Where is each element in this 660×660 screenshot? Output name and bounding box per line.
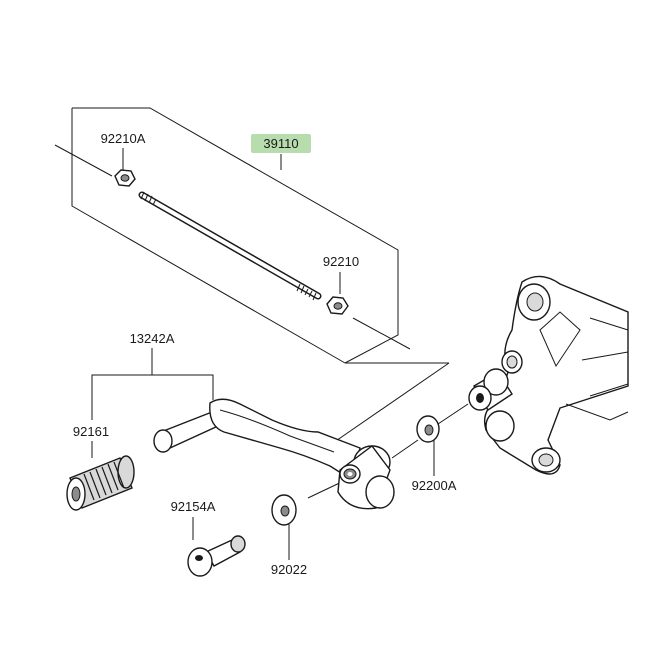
shift-pedal [153, 398, 395, 510]
assembly-outline-39110 [71, 107, 449, 364]
part-number-13242a: 13242A [130, 331, 175, 346]
label-92022[interactable]: 92022 [271, 523, 307, 577]
washer-92200a [416, 415, 440, 443]
pedal-rubber-92161 [66, 455, 135, 511]
label-39110[interactable]: 39110 [251, 134, 311, 170]
label-13242a[interactable]: 13242A [91, 331, 214, 420]
label-92200a[interactable]: 92200A [412, 440, 457, 493]
part-number-92154a: 92154A [171, 499, 216, 514]
label-92210[interactable]: 92210 [323, 254, 359, 294]
label-92210a[interactable]: 92210A [101, 131, 146, 170]
nut-92210a [114, 169, 136, 187]
part-number-92210a: 92210A [101, 131, 146, 146]
shift-rod-assembly [54, 144, 411, 350]
washer-92022 [271, 494, 297, 526]
nut-92210 [326, 296, 349, 315]
label-92161[interactable]: 92161 [73, 424, 109, 458]
pivot-bolt-92154a [187, 535, 246, 577]
footrest-bracket [468, 275, 629, 475]
part-number-92210: 92210 [323, 254, 359, 269]
part-number-92161: 92161 [73, 424, 109, 439]
part-number-39110: 39110 [263, 136, 298, 151]
part-number-92022: 92022 [271, 562, 307, 577]
shift-rod [138, 191, 322, 301]
part-number-92200a: 92200A [412, 478, 457, 493]
label-92154a[interactable]: 92154A [171, 499, 216, 540]
